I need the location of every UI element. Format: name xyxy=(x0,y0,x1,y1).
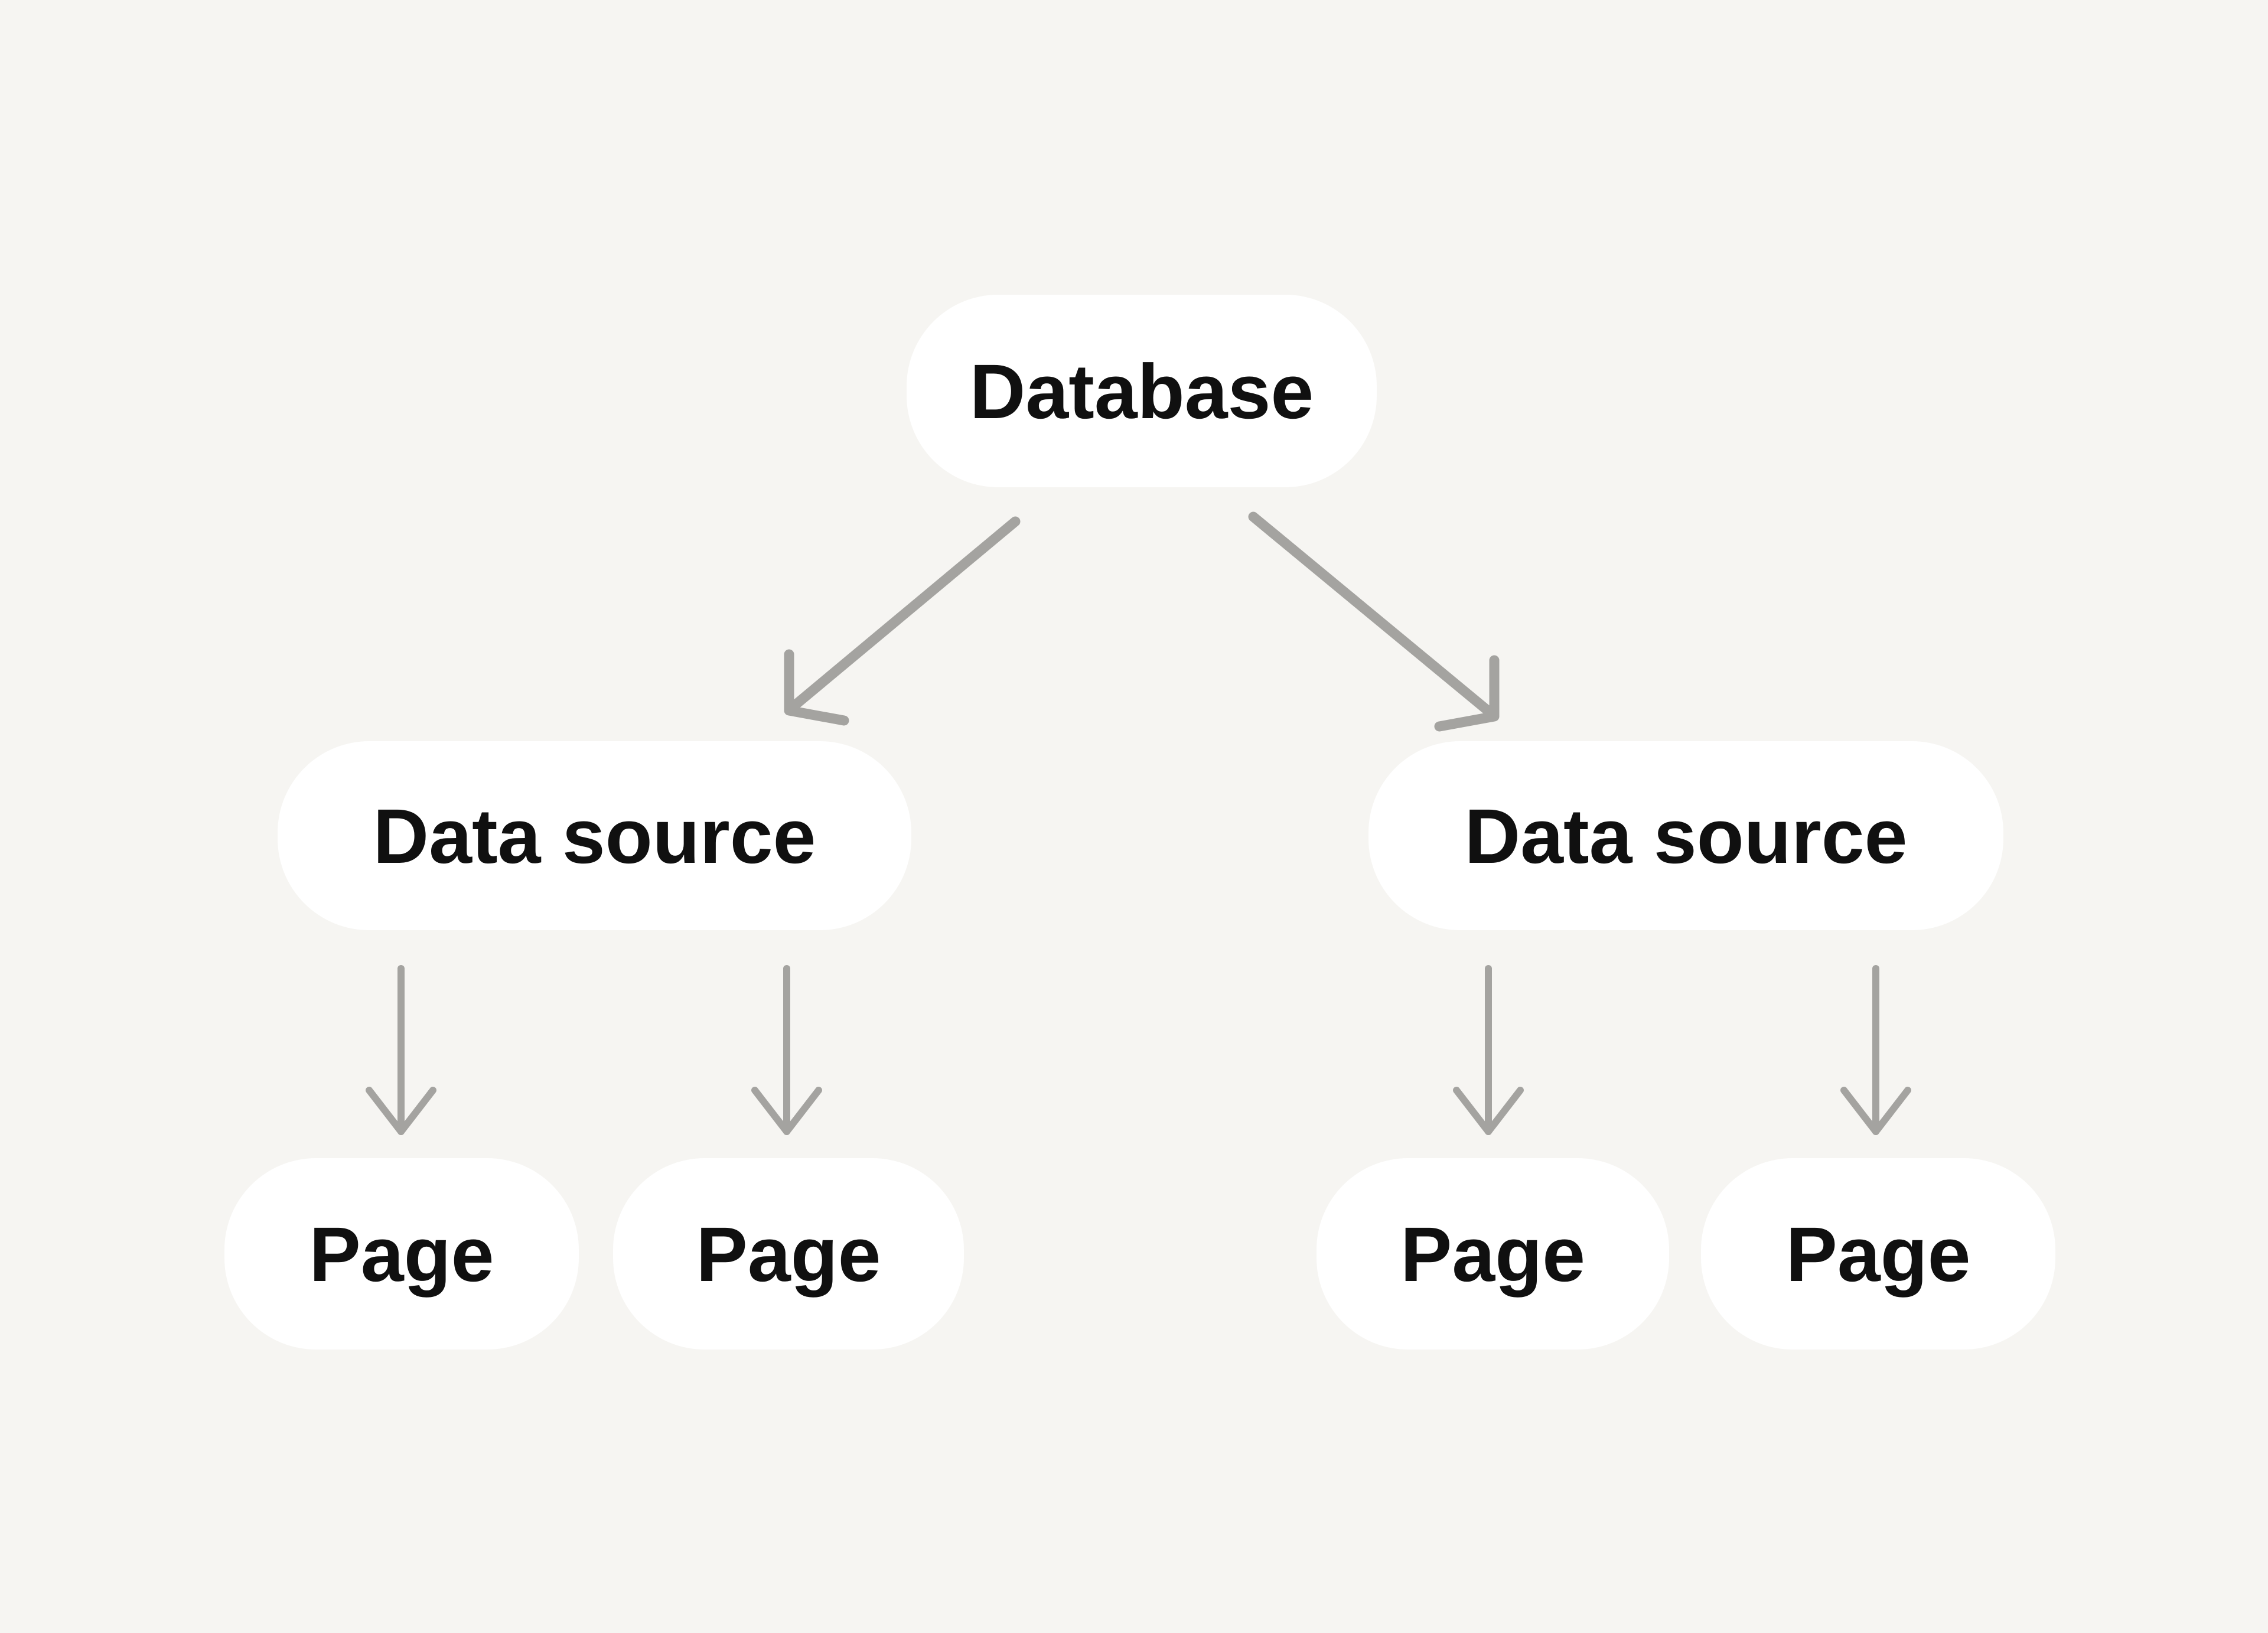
node-page-1-label: Page xyxy=(309,1210,494,1298)
node-page-3-label: Page xyxy=(1400,1210,1586,1298)
arrow-data-source-right-to-page-4 xyxy=(1840,965,1911,1135)
node-page-1: Page xyxy=(224,1158,579,1350)
node-page-4: Page xyxy=(1701,1158,2055,1350)
node-data-source-left-label: Data source xyxy=(373,792,816,879)
node-data-source-right: Data source xyxy=(1368,741,2003,930)
arrow-data-source-left-to-page-1 xyxy=(366,965,436,1135)
arrow-database-to-data-source-left xyxy=(784,516,1021,726)
node-page-2-label: Page xyxy=(696,1210,881,1298)
arrow-data-source-left-to-page-2 xyxy=(751,965,822,1135)
arrow-data-source-right-to-page-3 xyxy=(1453,965,1524,1135)
node-page-2: Page xyxy=(613,1158,964,1350)
node-page-3: Page xyxy=(1317,1158,1669,1350)
node-data-source-right-label: Data source xyxy=(1464,792,1908,879)
node-database: Database xyxy=(907,295,1377,487)
node-data-source-left: Data source xyxy=(278,741,911,930)
arrow-database-to-data-source-right xyxy=(1248,511,1500,732)
node-database-label: Database xyxy=(969,347,1314,435)
node-page-4-label: Page xyxy=(1785,1210,1971,1298)
